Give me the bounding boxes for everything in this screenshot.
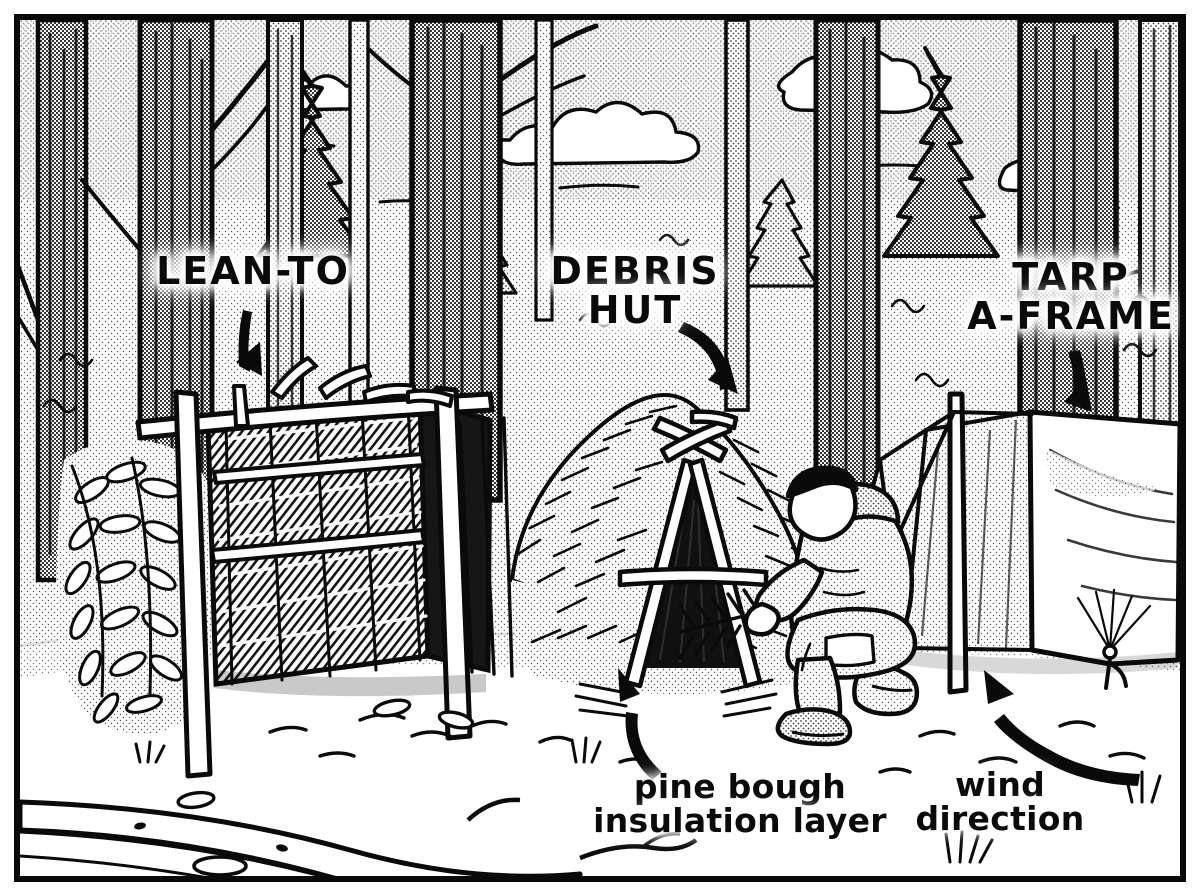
- lean-to-shelter: [55, 356, 514, 779]
- annotation-arrows: [236, 310, 1140, 786]
- crouching-figure: [743, 465, 920, 747]
- panel-frame: LEAN-TO DEBRIS HUT TARP A-FRAME pine bou…: [14, 14, 1186, 882]
- debris-hut-shelter: [509, 393, 826, 718]
- scene-stage: LEAN-TO DEBRIS HUT TARP A-FRAME pine bou…: [20, 20, 1180, 876]
- scene-artwork: [20, 20, 1180, 876]
